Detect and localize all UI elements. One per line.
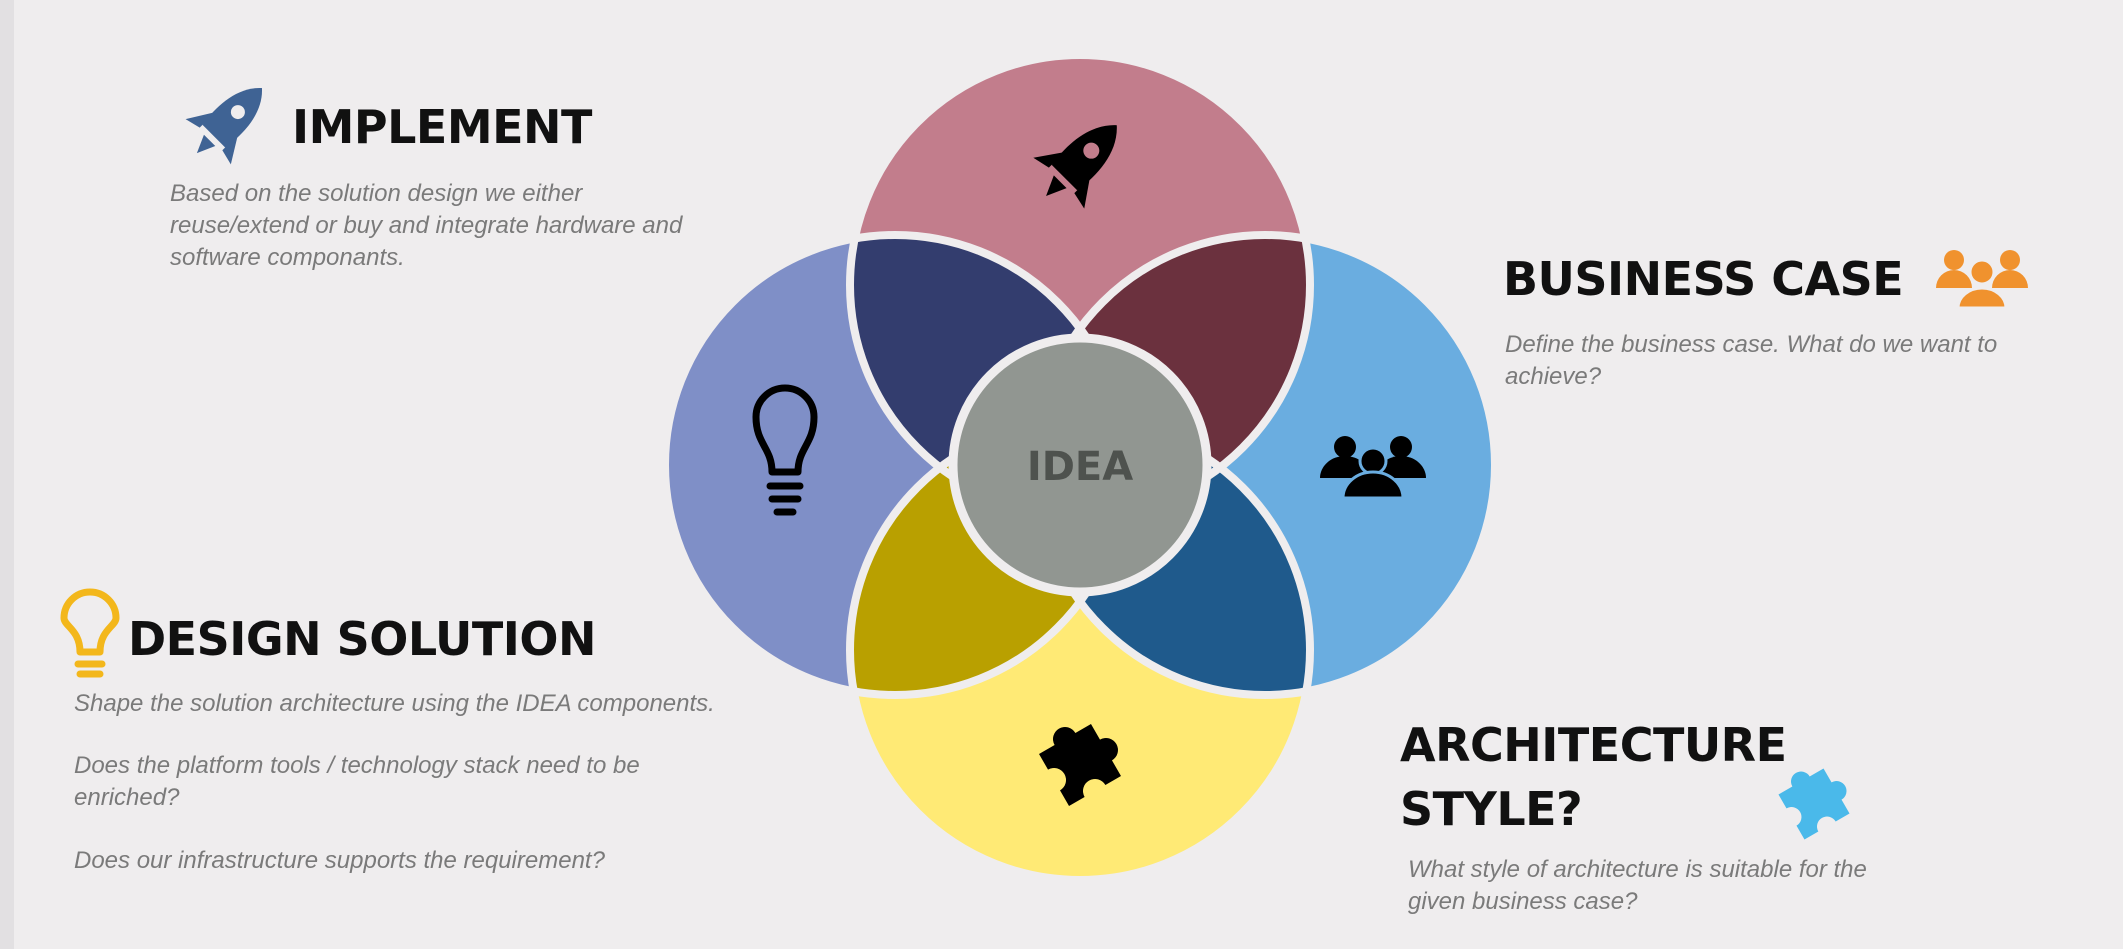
diagram-people-icon <box>1320 436 1426 500</box>
design-solution-description-2: Does the platform tools / technology sta… <box>74 752 640 811</box>
left-edge-strip <box>0 0 14 949</box>
business-case-title: BUSINESS CASE <box>1503 252 1904 306</box>
lightbulb-icon <box>60 588 120 678</box>
design-solution-description-3: Does our infrastructure supports the req… <box>74 847 605 874</box>
diagram-rocket-icon <box>1033 125 1117 209</box>
implement-description: Based on the solution design we either r… <box>170 180 683 271</box>
design-solution-description-1: Shape the solution architecture using th… <box>74 690 715 717</box>
architecture-style-description: What style of architecture is suitable f… <box>1408 856 1867 915</box>
diagram-puzzle-icon <box>1039 724 1121 806</box>
design-solution-title: DESIGN SOLUTION <box>128 612 596 666</box>
center-label: IDEA <box>1026 444 1134 490</box>
people-icon <box>1936 250 2028 310</box>
architecture-style-title-line-1: ARCHITECTURE <box>1400 718 1787 772</box>
center-circle <box>948 333 1212 597</box>
architecture-style-title-line-2: STYLE? <box>1400 782 1583 836</box>
puzzle-icon <box>1778 768 1850 840</box>
diagram-lightbulb-icon <box>752 384 818 516</box>
implement-title: IMPLEMENT <box>292 100 592 154</box>
rocket-icon <box>185 88 262 165</box>
business-case-description: Define the business case. What do we wan… <box>1505 331 1998 390</box>
